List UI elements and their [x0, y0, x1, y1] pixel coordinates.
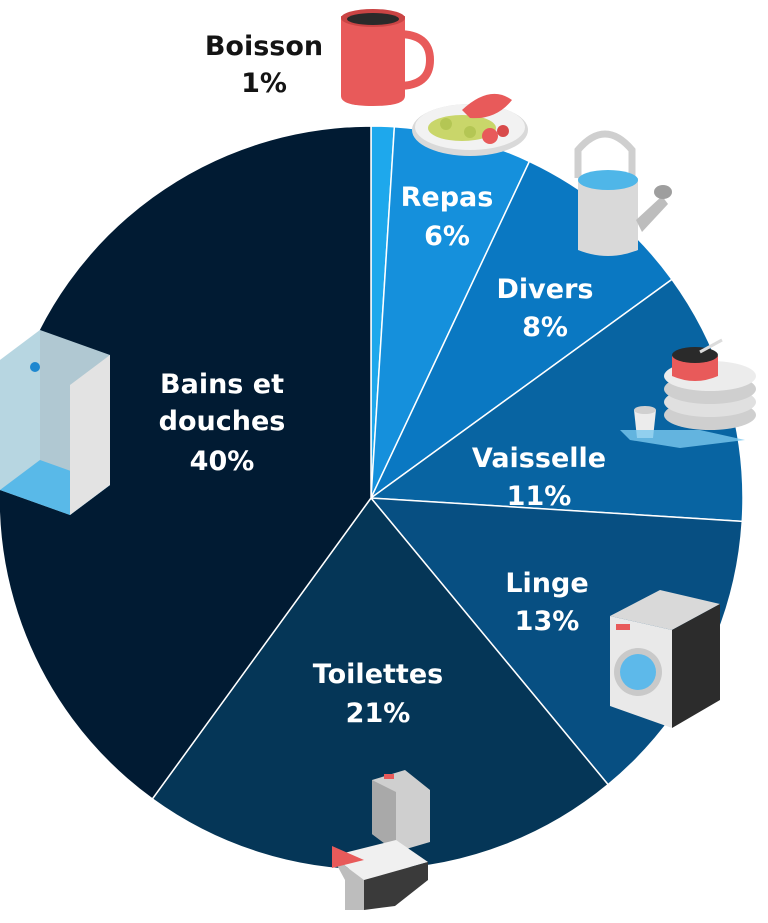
- slice-value-bains: 40%: [190, 446, 255, 477]
- slice-value-vaisselle: 11%: [507, 481, 572, 512]
- slice-value-linge: 13%: [515, 606, 580, 637]
- label-repas: Repas 6%: [401, 182, 494, 252]
- dishes-icon: [620, 338, 756, 448]
- shower-icon: [0, 330, 110, 515]
- slice-label-repas: Repas: [401, 182, 494, 213]
- label-vaisselle: Vaisselle 11%: [472, 443, 606, 512]
- toilet-icon: [332, 770, 430, 910]
- mug-icon: [341, 9, 435, 106]
- slice-label-toilettes: Toilettes: [313, 659, 443, 690]
- slice-label-boisson: Boisson: [205, 31, 323, 62]
- slice-label-bains-line2: douches: [159, 406, 286, 437]
- watering-can-icon: [574, 130, 672, 256]
- slice-label-divers: Divers: [497, 274, 594, 305]
- label-bains-douches: Bains et douches 40%: [159, 369, 286, 477]
- slice-label-bains-line1: Bains et: [160, 369, 284, 400]
- slice-value-divers: 8%: [522, 312, 568, 343]
- slice-label-linge: Linge: [505, 568, 588, 599]
- plate-icon: [412, 93, 528, 156]
- slice-value-boisson: 1%: [241, 68, 287, 99]
- slice-value-toilettes: 21%: [346, 698, 411, 729]
- slice-value-repas: 6%: [424, 221, 470, 252]
- label-toilettes: Toilettes 21%: [313, 659, 443, 729]
- label-linge: Linge 13%: [505, 568, 588, 637]
- label-boisson: Boisson 1%: [205, 31, 323, 99]
- label-divers: Divers 8%: [497, 274, 594, 343]
- washing-machine-icon: [610, 590, 720, 728]
- slice-label-vaisselle: Vaisselle: [472, 443, 606, 474]
